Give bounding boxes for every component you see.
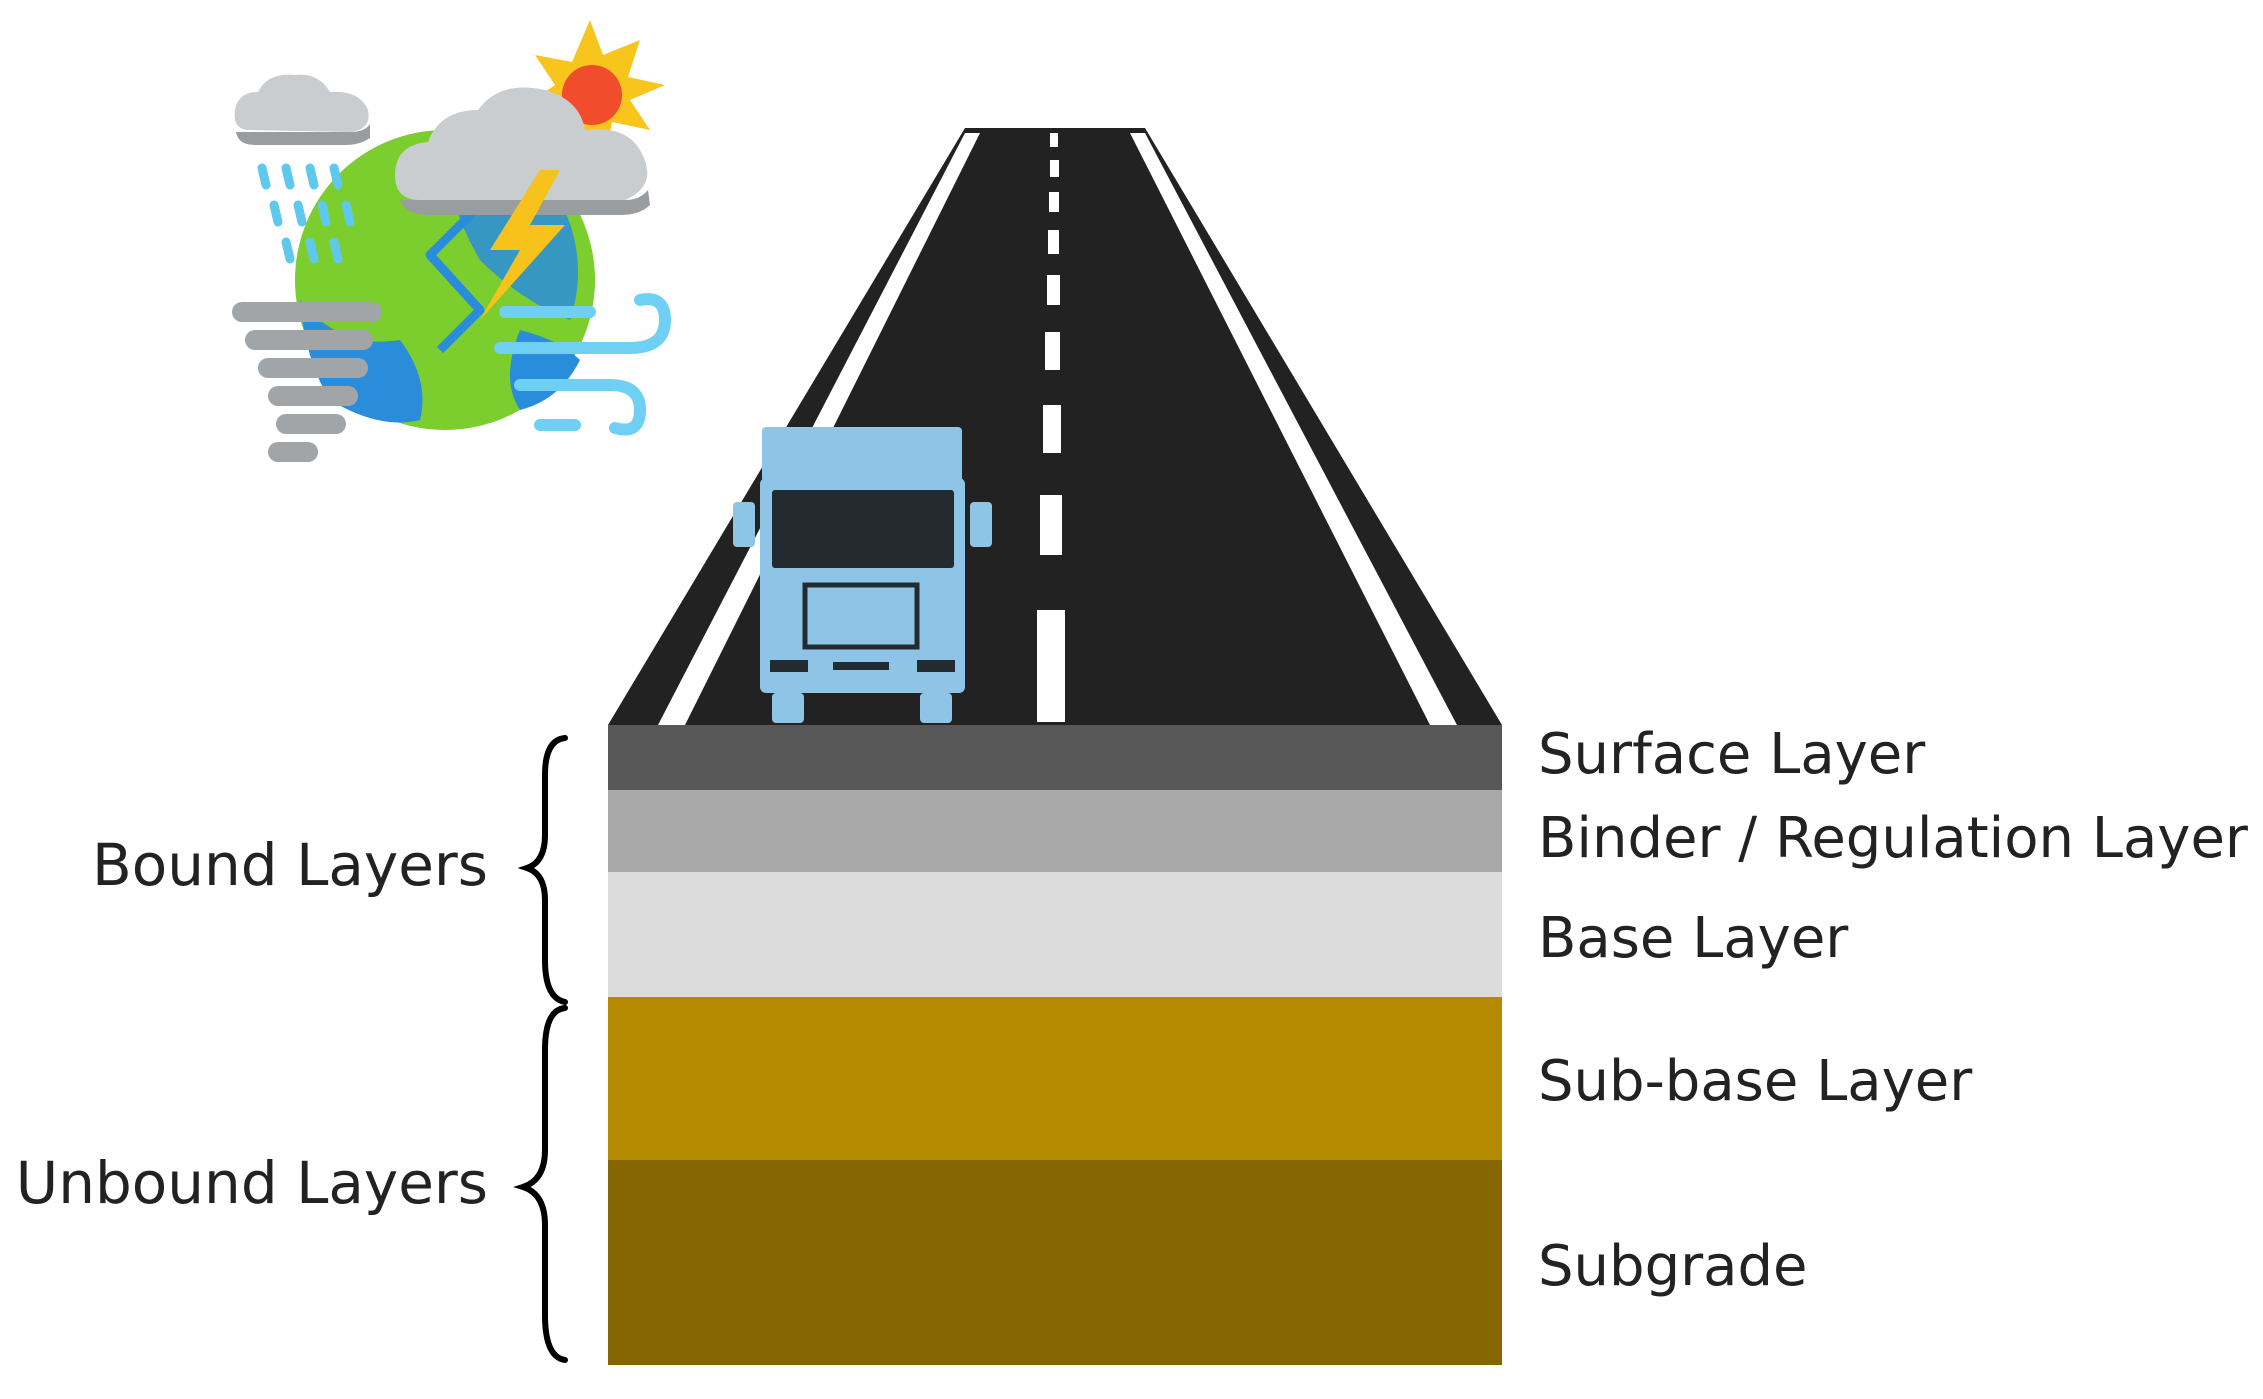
rain-cloud-icon [234,74,370,264]
group-labels: Bound Layers Unbound Layers [16,831,488,1217]
layer-binder [608,790,1502,872]
tornado-icon [232,302,382,462]
layer-labels: Surface Layer Binder / Regulation Layer … [1538,722,2249,1299]
truck-icon [733,427,992,723]
label-subbase-layer: Sub-base Layer [1538,1049,1973,1114]
layer-surface [608,725,1502,790]
brace-bound [517,735,568,1005]
storm-cloud-icon [395,87,650,320]
label-binder-layer: Binder / Regulation Layer [1538,806,2249,871]
label-subgrade: Subgrade [1538,1234,1807,1299]
climate-weather-icon [232,20,672,462]
road [608,128,1502,725]
group-braces [513,735,568,1363]
wind-icon [494,293,672,436]
label-surface-layer: Surface Layer [1538,722,1926,787]
layer-base [608,872,1502,997]
label-bound-layers: Bound Layers [92,831,488,899]
label-base-layer: Base Layer [1538,906,1849,971]
label-unbound-layers: Unbound Layers [16,1149,488,1217]
layer-subgrade [608,1160,1502,1365]
center-line [1037,133,1065,722]
brace-unbound [513,1005,568,1363]
layer-subbase [608,997,1502,1160]
pavement-layers [608,725,1502,1365]
